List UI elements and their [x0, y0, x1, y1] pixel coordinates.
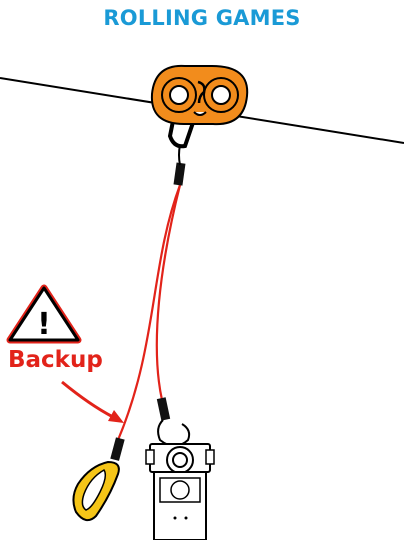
swivel-seat-icon [145, 397, 215, 540]
warning-exclamation: ! [37, 307, 51, 342]
warning-triangle-icon: ! [6, 284, 82, 344]
lanyard-lines [116, 184, 182, 441]
backup-label: Backup [8, 347, 103, 373]
backup-arrow [61, 380, 124, 423]
trolley-pulley-icon [150, 64, 249, 126]
backup-carabiner-icon [72, 437, 125, 522]
main-carabiner-icon [167, 104, 200, 186]
diagram-title: ROLLING GAMES [103, 6, 301, 30]
